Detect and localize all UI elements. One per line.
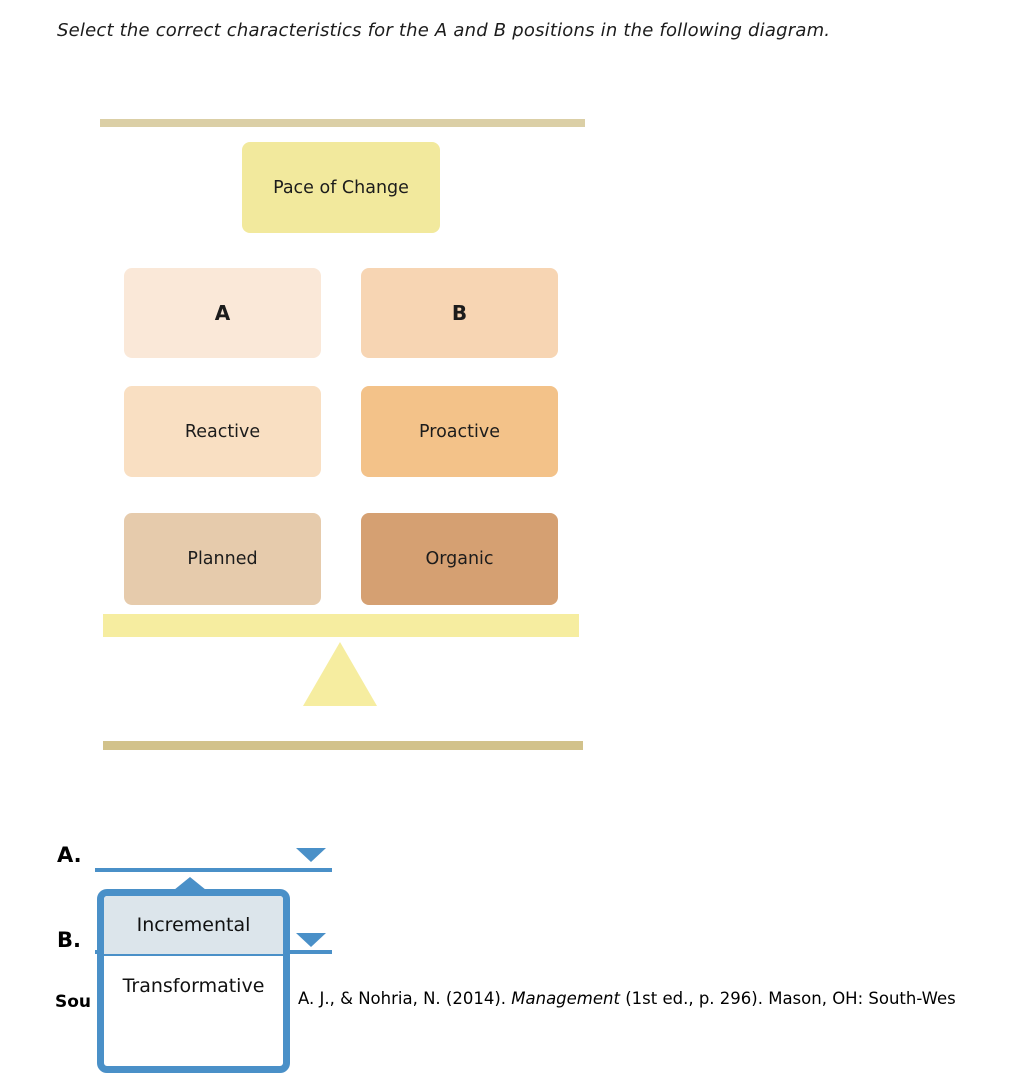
question-instruction: Select the correct characteristics for t… — [57, 20, 831, 41]
diagram-box-a: A — [124, 268, 321, 358]
dropdown-arrow-icon[interactable] — [296, 848, 326, 862]
diagram-box-organic: Organic — [361, 513, 558, 605]
answer-a-dropdown[interactable] — [95, 868, 332, 872]
pace-of-change-box: Pace of Change — [242, 142, 440, 233]
diagram-box-reactive-label: Reactive — [184, 421, 261, 442]
diagram-box-b-label: B — [451, 301, 468, 325]
fulcrum-triangle — [303, 642, 377, 706]
answer-a-label: A. — [57, 843, 82, 867]
option-transformative[interactable]: Transformative — [104, 956, 283, 1016]
diagram-box-reactive: Reactive — [124, 386, 321, 477]
answer-b-label: B. — [57, 928, 81, 952]
diagram-box-planned-label: Planned — [187, 549, 258, 569]
citation-post: (1st ed., p. 296). Mason, OH: South-Wes — [619, 989, 956, 1008]
pace-of-change-label: Pace of Change — [273, 177, 409, 198]
diagram-bottom-bar — [103, 741, 583, 750]
diagram-box-proactive: Proactive — [361, 386, 558, 477]
diagram-box-planned: Planned — [124, 513, 321, 605]
diagram-box-a-label: A — [214, 301, 231, 325]
dropdown-arrow-icon[interactable] — [296, 933, 326, 947]
citation-text: A. J., & Nohria, N. (2014). Management (… — [298, 989, 956, 1008]
source-label: Sou — [55, 992, 92, 1012]
citation-pre: A. J., & Nohria, N. (2014). — [298, 989, 512, 1008]
citation-book-title: Management — [511, 989, 620, 1008]
popup-pointer-icon — [174, 877, 206, 890]
diagram-top-bar — [100, 119, 585, 127]
diagram-box-b: B — [361, 268, 558, 358]
balance-beam — [103, 614, 579, 637]
diagram-box-proactive-label: Proactive — [419, 421, 500, 442]
option-incremental[interactable]: Incremental — [104, 896, 283, 956]
dropdown-popup: Incremental Transformative — [97, 889, 290, 1073]
diagram-box-organic-label: Organic — [425, 549, 494, 569]
